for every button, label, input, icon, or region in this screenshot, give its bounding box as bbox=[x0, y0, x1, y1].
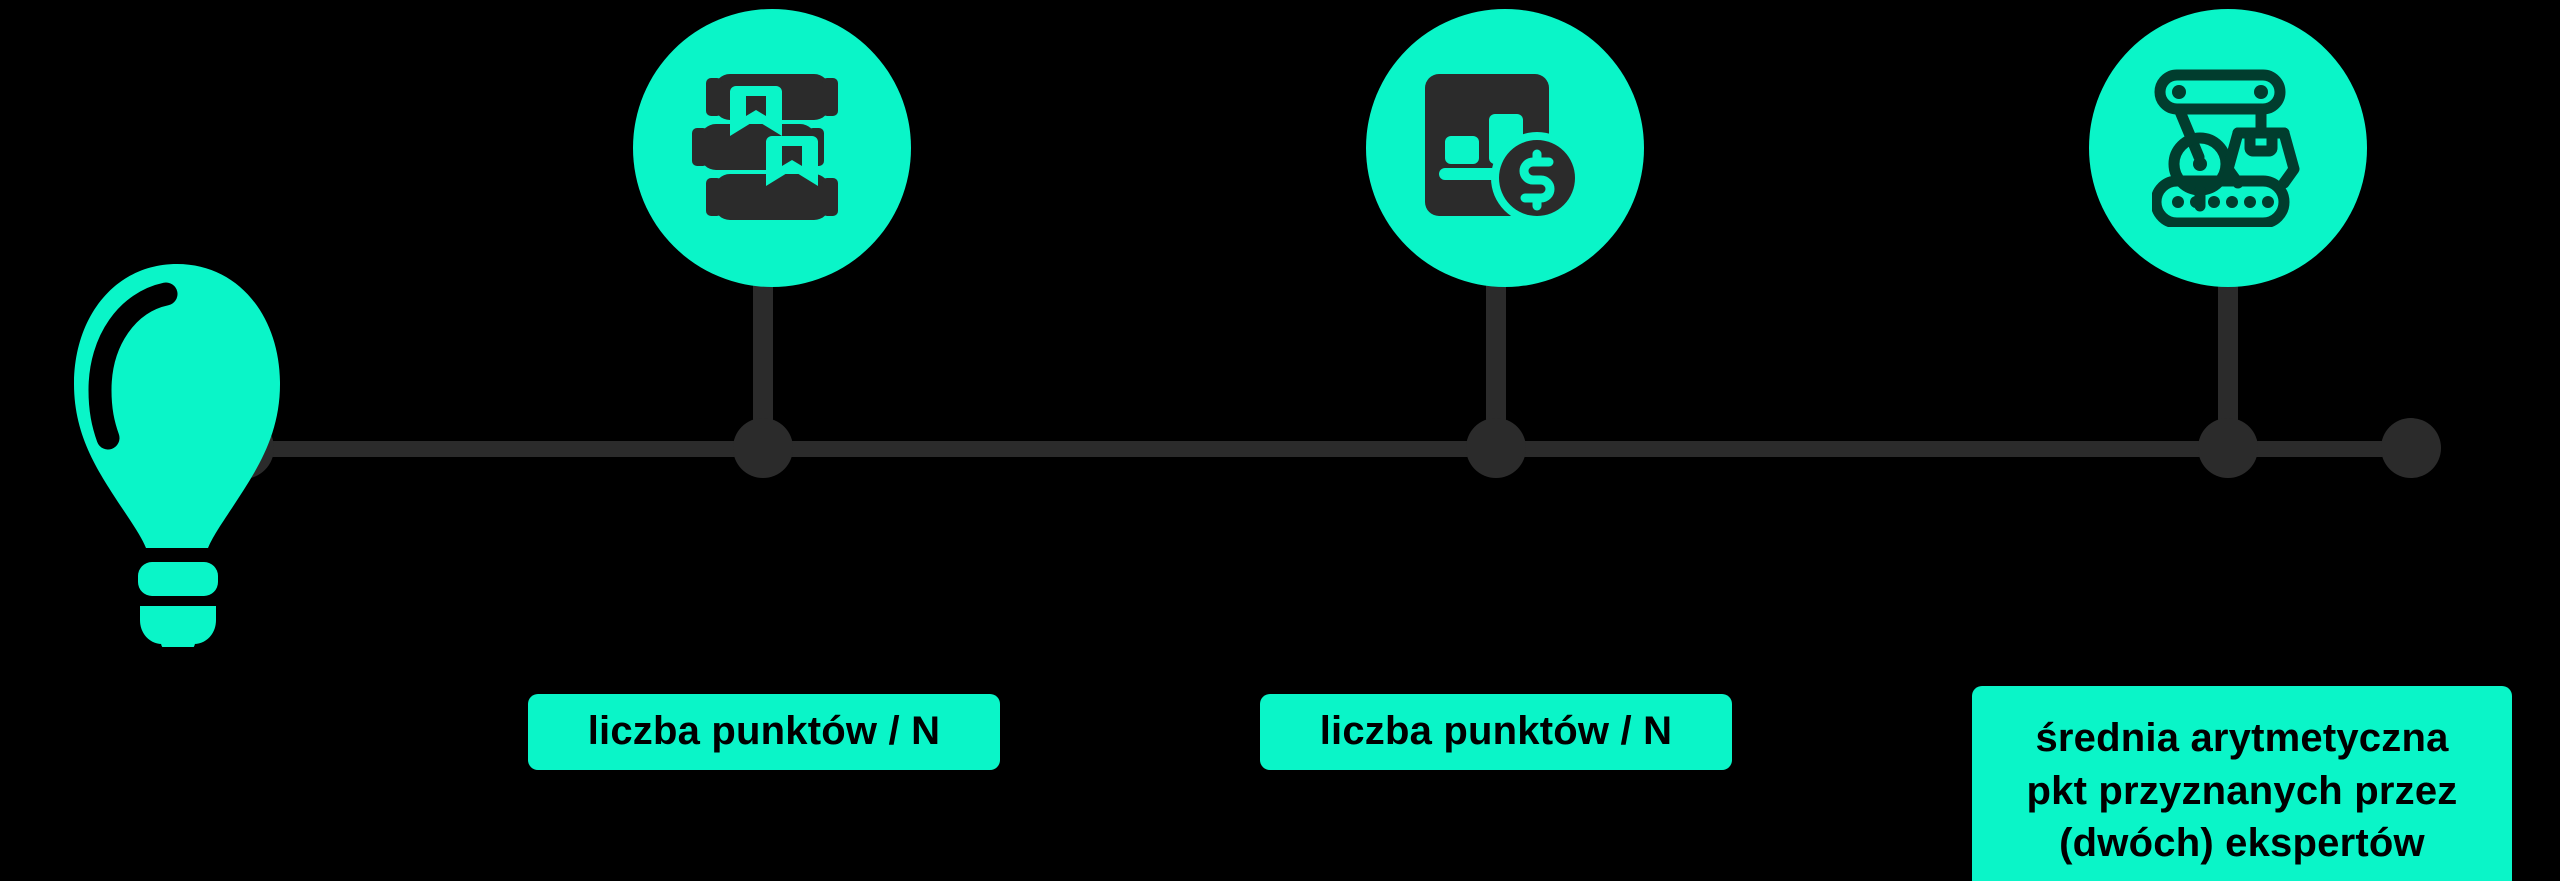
stacked-books-icon bbox=[692, 72, 852, 224]
node-label-1: liczba punktów / N bbox=[528, 694, 1000, 770]
node-icon-circle-3[interactable] bbox=[2089, 9, 2367, 287]
timeline-track bbox=[243, 441, 2415, 457]
node-label-3: średnia arytmetyczna pkt przyznanych prz… bbox=[1972, 686, 2512, 881]
node-icon-circle-1[interactable] bbox=[633, 9, 911, 287]
node-icon-circle-2[interactable] bbox=[1366, 9, 1644, 287]
timeline-stem-3 bbox=[2218, 267, 2238, 449]
timeline-node-dot-1-bottom bbox=[733, 418, 793, 478]
timeline-stem-1 bbox=[753, 267, 773, 449]
timeline-stem-2 bbox=[1486, 267, 1506, 449]
node-label-3-line-1: średnia arytmetyczna bbox=[2035, 715, 2449, 760]
financial-report-dollar-icon bbox=[1425, 68, 1585, 228]
lightbulb-icon bbox=[70, 262, 285, 647]
timeline-node-dot-3-bottom bbox=[2198, 418, 2258, 478]
node-label-3-line-3: (dwóch) ekspertów bbox=[2059, 821, 2425, 866]
node-label-2: liczba punktów / N bbox=[1260, 694, 1732, 770]
robotic-arm-conveyor-icon bbox=[2152, 69, 2304, 227]
node-label-3-line-2: pkt przyznanych przez bbox=[2026, 768, 2458, 813]
timeline-end-dot bbox=[2381, 418, 2441, 478]
timeline-node-dot-2-bottom bbox=[1466, 418, 1526, 478]
